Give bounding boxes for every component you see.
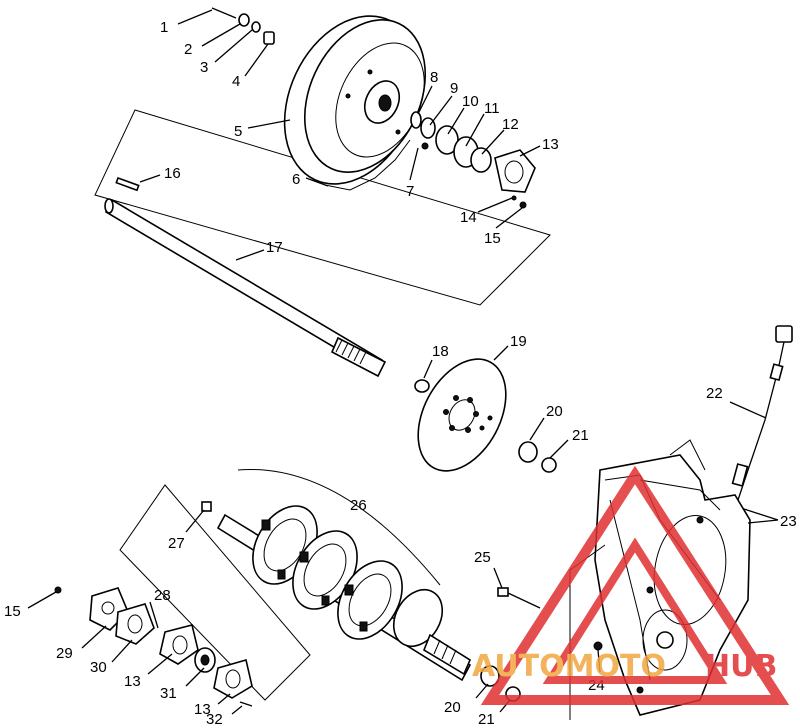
speedometer-cable bbox=[731, 325, 793, 501]
part-labels: 1 2 3 4 5 6 7 8 9 10 11 12 13 14 15 16 1… bbox=[4, 19, 797, 728]
watermark-inner-triangle-icon bbox=[542, 537, 728, 684]
housing-bolt bbox=[497, 587, 541, 609]
label-27: 27 bbox=[168, 535, 185, 552]
label-30: 30 bbox=[90, 659, 107, 676]
watermark-hub-text: HUB bbox=[705, 649, 777, 684]
label-15-upper: 15 bbox=[484, 230, 501, 247]
label-5: 5 bbox=[234, 123, 242, 140]
label-3: 3 bbox=[200, 59, 208, 76]
label-20-upper: 20 bbox=[546, 403, 563, 420]
roll-pin bbox=[115, 176, 140, 192]
track-driveshaft bbox=[216, 505, 472, 682]
label-14: 14 bbox=[460, 209, 477, 226]
label-11: 11 bbox=[484, 100, 500, 117]
bearing-flange-set bbox=[54, 586, 253, 707]
label-21-upper: 21 bbox=[572, 427, 589, 444]
watermark-auto-text: AUTOMOTO bbox=[472, 649, 666, 684]
label-1: 1 bbox=[160, 19, 168, 36]
group-bracket-26 bbox=[237, 469, 441, 586]
label-22: 22 bbox=[706, 385, 723, 402]
watermark-logo: AUTOMOTO HUB bbox=[472, 465, 790, 705]
drive-shaft bbox=[104, 198, 387, 378]
label-10: 10 bbox=[462, 93, 479, 110]
label-17: 17 bbox=[266, 239, 283, 256]
snap-ring bbox=[414, 379, 430, 393]
ring-upper bbox=[541, 457, 557, 473]
label-18: 18 bbox=[432, 343, 449, 360]
brake-disc bbox=[417, 358, 507, 472]
label-16: 16 bbox=[164, 165, 181, 182]
grease-fitting bbox=[201, 501, 212, 512]
label-8: 8 bbox=[430, 69, 438, 86]
label-28: 28 bbox=[154, 587, 171, 604]
bearing-stack bbox=[410, 111, 536, 209]
label-26: 26 bbox=[350, 497, 367, 514]
watermark-triangle-icon bbox=[480, 465, 790, 705]
label-12: 12 bbox=[502, 116, 519, 133]
label-32: 32 bbox=[206, 711, 223, 728]
drive-chain bbox=[324, 139, 411, 191]
label-2: 2 bbox=[184, 41, 192, 58]
label-25: 25 bbox=[474, 549, 491, 566]
driven-pulley bbox=[283, 15, 427, 185]
label-21-lower: 21 bbox=[478, 711, 495, 728]
label-20-lower: 20 bbox=[444, 699, 461, 716]
label-4: 4 bbox=[232, 73, 240, 90]
label-19: 19 bbox=[510, 333, 527, 350]
label-29: 29 bbox=[56, 645, 73, 662]
bolt-washer-set bbox=[211, 7, 275, 45]
bearing-lower bbox=[480, 665, 500, 687]
label-13-lower-a: 13 bbox=[124, 673, 141, 690]
label-7: 7 bbox=[406, 183, 414, 200]
chaincase-housing bbox=[594, 439, 751, 716]
lower-group-frame bbox=[119, 484, 311, 701]
label-15-lower: 15 bbox=[4, 603, 21, 620]
bearing-upper bbox=[518, 441, 538, 463]
label-23: 23 bbox=[780, 513, 797, 530]
label-9: 9 bbox=[450, 80, 458, 97]
label-13-lower-b: 13 bbox=[194, 701, 211, 718]
upper-group-frame bbox=[94, 109, 551, 306]
label-13-upper: 13 bbox=[542, 136, 559, 153]
label-6: 6 bbox=[292, 171, 300, 188]
leader-lines bbox=[27, 9, 779, 715]
label-31: 31 bbox=[160, 685, 177, 702]
